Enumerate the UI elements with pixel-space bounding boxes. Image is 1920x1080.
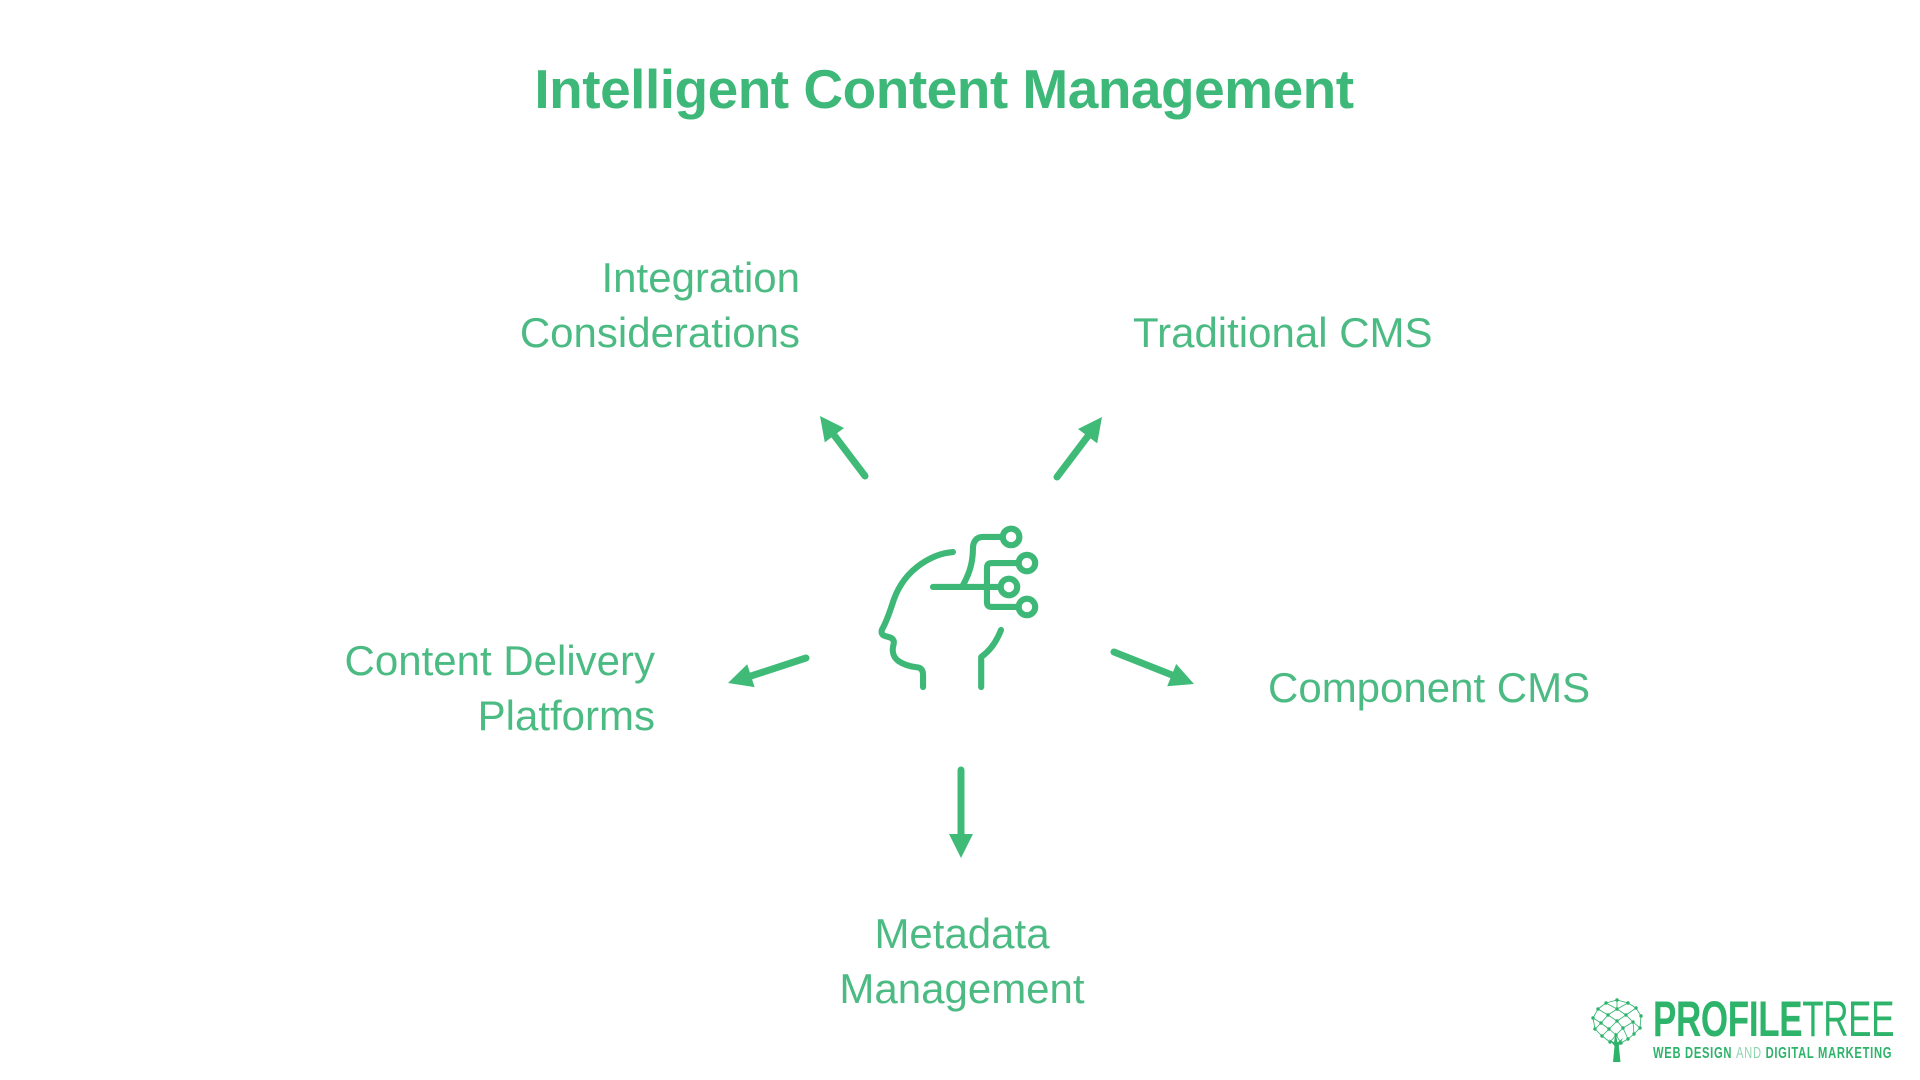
arrow-to-component-cms [1110,648,1194,687]
circuit-node-4 [1015,595,1039,619]
tree-trunk [1609,1032,1623,1062]
logo-word-tree: TREE [1802,991,1895,1047]
profiletree-logo: PROFILETREE WEB DESIGN AND DIGITAL MARKE… [1590,994,1905,1066]
circuit-node-2 [1015,551,1039,575]
head-neck-line [978,626,1005,691]
branch-label-integration-considerations: Integration Considerations [519,254,800,357]
branch-label-metadata-management: Metadata Management [839,910,1085,1013]
profiletree-tree-icon [1591,998,1643,1062]
head-profile-outline [878,549,956,691]
branch-label-component-cms: Component CMS [1268,664,1591,711]
branch-label-traditional-cms: Traditional CMS [1133,309,1433,356]
arrow-to-traditional-cms [1053,417,1102,481]
logo-tagline: WEB DESIGN AND DIGITAL MARKETING [1653,1045,1894,1063]
page-title: Intelligent Content Management [534,58,1354,120]
circuit-node-1 [999,525,1023,549]
arrow-to-content-delivery-platforms [728,654,810,688]
ai-head-circuit-icon [878,525,1039,691]
logo-tagline-webdesign: WEB DESIGN [1653,1045,1733,1062]
logo-word-profile: PROFILE [1653,991,1803,1047]
circuit-branch-bracket [983,559,1022,611]
circuit-branch-top [958,533,1006,591]
arrow-to-metadata-management [949,766,973,858]
branch-label-content-delivery-platforms: Content Delivery Platforms [344,637,655,740]
logo-tagline-and: AND [1736,1045,1762,1062]
arrow-to-integration-considerations [820,416,869,480]
circuit-node-3 [997,575,1021,599]
logo-tagline-digitalmarketing: DIGITAL MARKETING [1765,1045,1893,1062]
logo-wordmark: PROFILETREE [1653,991,1895,1047]
